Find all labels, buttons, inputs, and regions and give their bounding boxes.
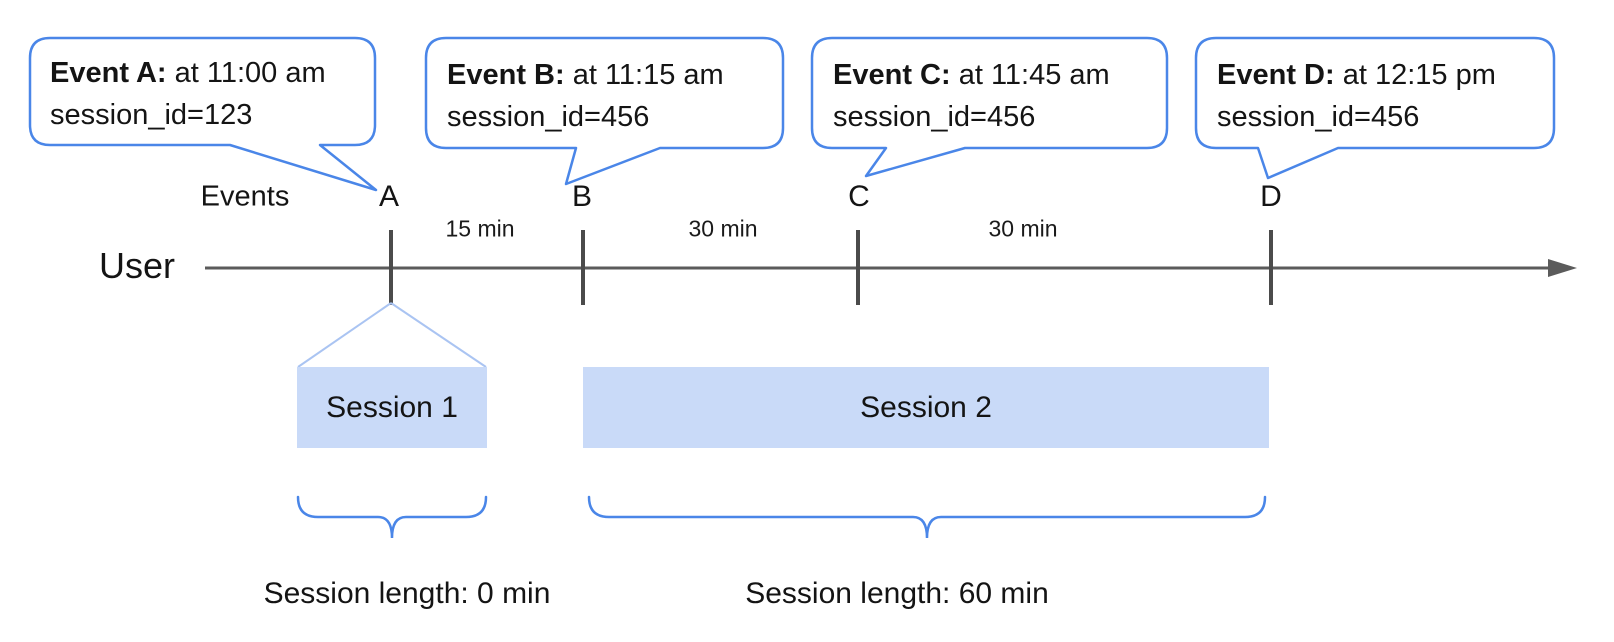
- event-a-session-id: session_id=123: [50, 99, 253, 131]
- session1-length-label: Session length: 0 min: [263, 577, 551, 610]
- session1-funnel-left-line: [297, 302, 392, 368]
- session1-brace: [296, 495, 488, 539]
- event-d-time: at 12:15 pm: [1334, 59, 1496, 91]
- callout-bubble-event-b: [424, 36, 785, 186]
- callout-line1: Event C: at 11:45 am: [833, 54, 1110, 96]
- callout-bubble-event-d: [1194, 36, 1556, 180]
- interval-label-b-c: 30 min: [688, 215, 758, 242]
- callout-bubble-event-a: [28, 36, 378, 192]
- events-row-label: Events: [200, 180, 290, 213]
- callout-text-event-a: Event A: at 11:00 am session_id=123: [50, 52, 326, 136]
- session1-label: Session 1: [326, 391, 458, 424]
- event-a-time: at 11:00 am: [166, 57, 326, 89]
- event-b-session-id: session_id=456: [447, 101, 650, 133]
- callout-text-event-d: Event D: at 12:15 pm session_id=456: [1217, 54, 1496, 138]
- callout-text-event-c: Event C: at 11:45 am session_id=456: [833, 54, 1110, 138]
- callout-text-event-b: Event B: at 11:15 am session_id=456: [447, 54, 724, 138]
- callout-line1: Event A: at 11:00 am: [50, 52, 326, 94]
- event-letter-d: D: [1260, 180, 1282, 213]
- event-letter-b: B: [571, 180, 593, 213]
- callout-line1: Event D: at 12:15 pm: [1217, 54, 1496, 96]
- event-d-name: Event D:: [1217, 59, 1335, 91]
- event-c-session-id: session_id=456: [833, 101, 1036, 133]
- session1-box: [297, 367, 487, 448]
- callout-line1: Event B: at 11:15 am: [447, 54, 724, 96]
- event-letter-a: A: [378, 180, 400, 213]
- event-b-time: at 11:15 am: [564, 59, 724, 91]
- event-c-time: at 11:45 am: [950, 59, 1110, 91]
- session2-label: Session 2: [860, 391, 992, 424]
- timeline-arrowhead-icon: [1548, 259, 1577, 277]
- interval-label-a-b: 15 min: [445, 215, 515, 242]
- interval-label-c-d: 30 min: [988, 215, 1058, 242]
- event-d-session-id: session_id=456: [1217, 101, 1420, 133]
- session2-box: [583, 367, 1269, 448]
- callout-bubble-event-c: [810, 36, 1169, 178]
- event-c-name: Event C:: [833, 59, 951, 91]
- user-row-label: User: [98, 245, 176, 286]
- session2-brace: [587, 495, 1267, 539]
- event-a-name: Event A:: [50, 57, 167, 89]
- session2-length-label: Session length: 60 min: [745, 577, 1049, 610]
- event-letter-c: C: [848, 180, 870, 213]
- event-b-name: Event B:: [447, 59, 565, 91]
- session1-funnel-right-line: [390, 302, 487, 368]
